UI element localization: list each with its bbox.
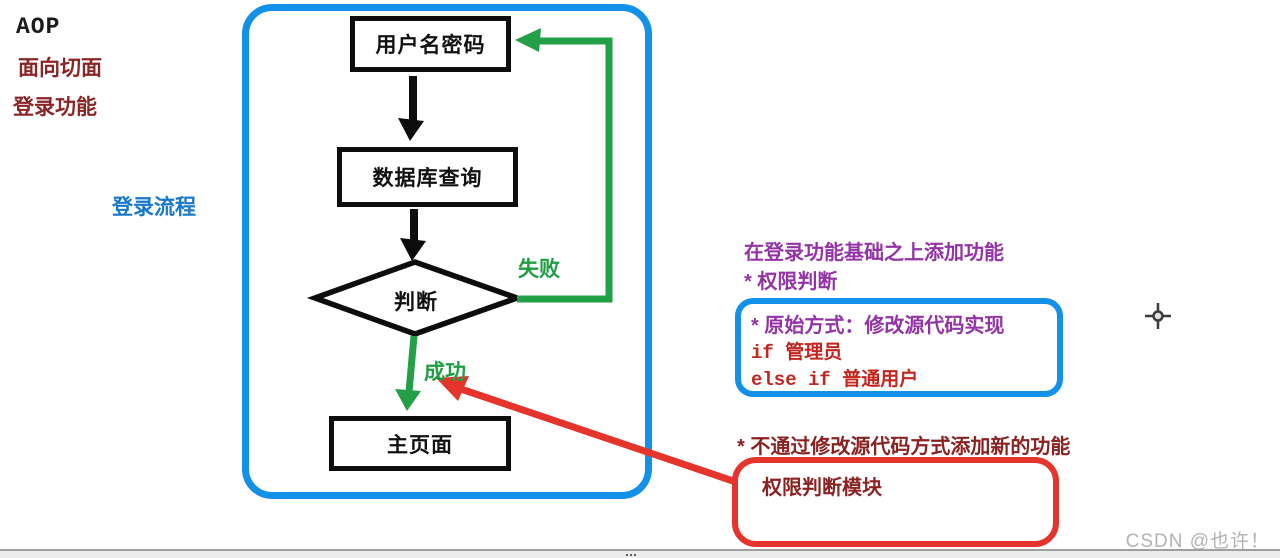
success-arrow: [395, 335, 421, 411]
success-branch-label: 成功: [424, 361, 466, 384]
annotation-permission-bullet: * 权限判断: [744, 271, 838, 293]
original-way-box: * 原始方式：修改源代码实现 if 管理员 else if 普通用户: [735, 298, 1063, 397]
crosshair-cursor-icon: [1145, 303, 1171, 329]
flow-node-username-label: 用户名密码: [375, 34, 486, 57]
aspect-oriented-note: 面向切面: [18, 57, 102, 80]
aop-title: AOP: [16, 14, 61, 40]
permission-module-box: 权限判断模块: [732, 457, 1059, 547]
flow-node-homepage-label: 主页面: [387, 433, 453, 457]
code-else-line: else if 普通用户: [751, 369, 919, 391]
flow-node-db-query: 数据库查询: [337, 147, 518, 207]
arrow-dbquery-to-decision: [400, 209, 426, 261]
bottom-divider: [0, 549, 1280, 551]
flow-node-db-query-label: 数据库查询: [372, 167, 483, 190]
fail-loop-arrow: [515, 28, 613, 303]
fail-branch-label: 失败: [518, 258, 560, 281]
original-way-line: * 原始方式：修改源代码实现: [751, 315, 1005, 337]
scrollbar-handle-dots-icon[interactable]: [626, 554, 628, 556]
annotation-heading: 在登录功能基础之上添加功能: [744, 242, 1004, 264]
login-feature-note: 登录功能: [13, 96, 97, 119]
flow-container-frame: [242, 4, 652, 499]
arrow-username-to-dbquery: [398, 76, 424, 141]
csdn-watermark: CSDN @也许！: [1125, 531, 1270, 552]
module-connector-arrow: [436, 376, 735, 485]
flow-node-username: 用户名密码: [350, 16, 511, 72]
scrollbar-track[interactable]: [0, 551, 1280, 558]
login-flow-caption: 登录流程: [112, 196, 196, 219]
decision-label: 判断: [394, 291, 438, 314]
new-way-note: * 不通过修改源代码方式添加新的功能: [737, 436, 1071, 458]
code-if-line: if 管理员: [751, 342, 843, 364]
flow-node-homepage: 主页面: [329, 416, 511, 471]
permission-module-label: 权限判断模块: [762, 477, 882, 499]
